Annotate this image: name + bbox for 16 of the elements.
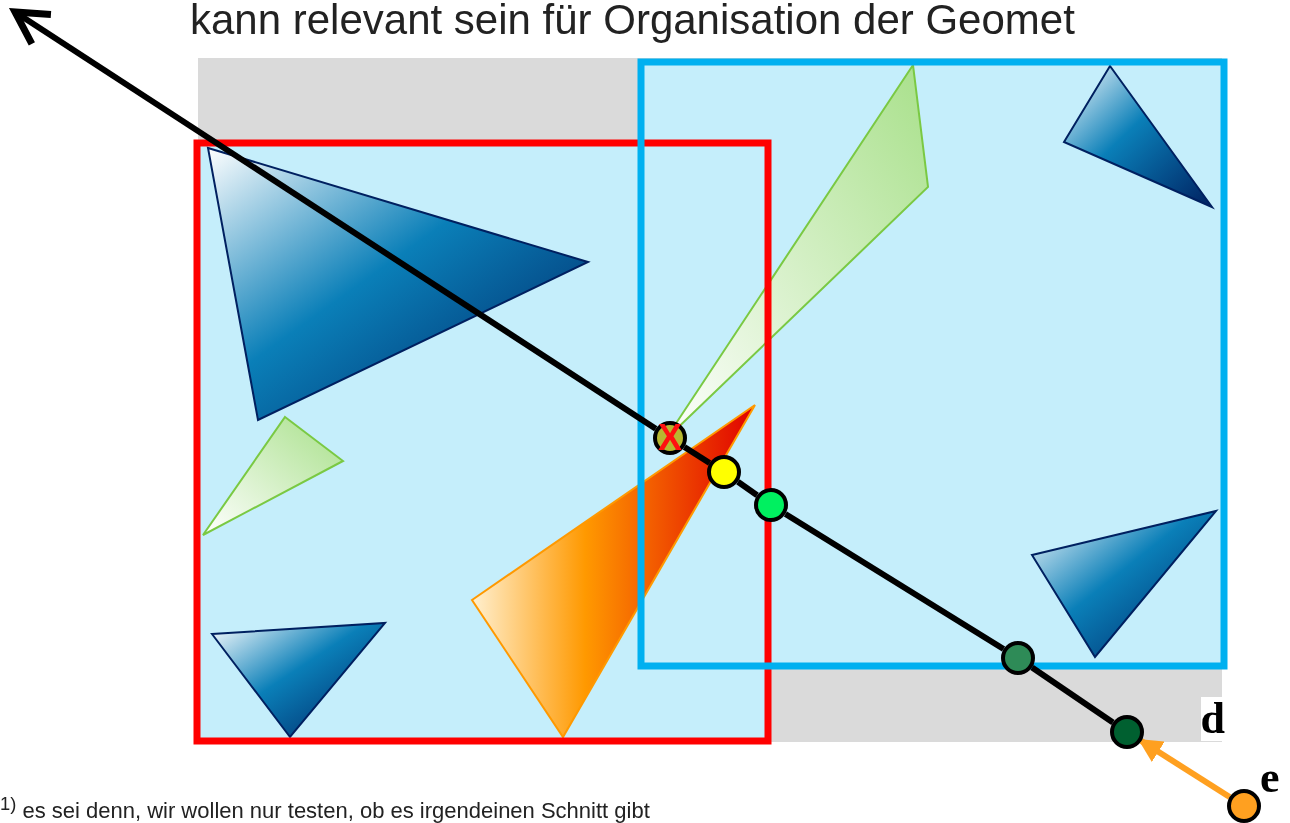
ray-arrow <box>11 8 658 432</box>
cross-mark: X <box>657 421 683 455</box>
origin-point <box>1227 789 1261 823</box>
point-label: e <box>1260 756 1280 800</box>
ray-segment <box>682 444 712 466</box>
hit-point <box>707 455 741 489</box>
arrow <box>1138 738 1232 800</box>
ray-segment <box>783 511 1006 652</box>
hit-point <box>754 488 788 522</box>
heading-text: kann relevant sein für Organisation der Geomet <box>190 0 1075 44</box>
hit-point <box>1110 715 1144 749</box>
footnote-text: $^{1)}$ es sei denn, wir wollen nur testen, ob es irgendeinen Schnitt gibt <box>0 793 650 823</box>
ray-segment <box>736 479 759 498</box>
hit-point <box>1001 641 1035 675</box>
edge-label: d <box>1200 697 1225 741</box>
ray-segment <box>1030 665 1115 725</box>
